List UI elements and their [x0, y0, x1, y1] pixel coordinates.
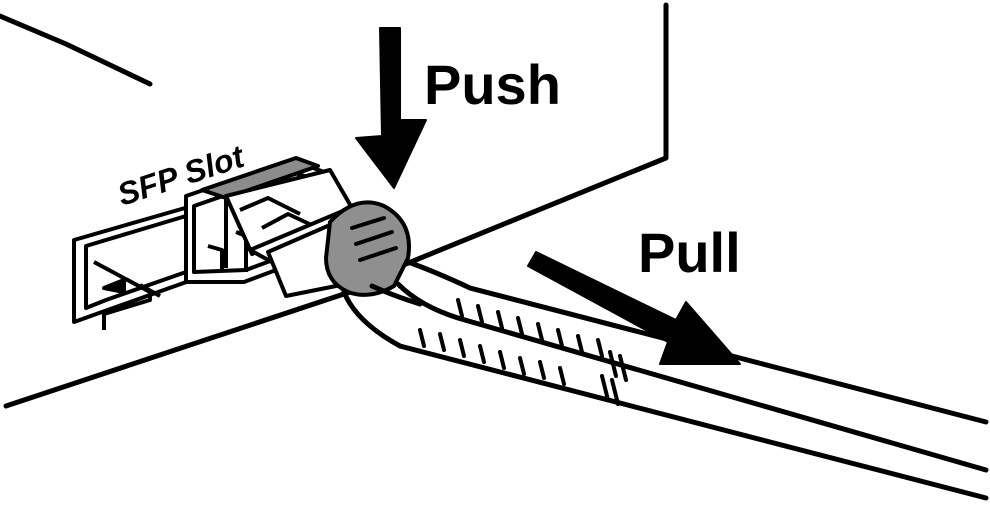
pull-arrow: [527, 251, 741, 365]
release-band: [324, 200, 411, 297]
push-arrow: [355, 27, 427, 189]
device-panel: [0, 2, 669, 409]
sfp-latch-tab: [200, 156, 320, 200]
cable-ticks: [418, 298, 628, 406]
fiber-cable-pair: [341, 259, 989, 501]
sfp-port-housing: [72, 204, 194, 330]
pull-label: Pull: [638, 221, 741, 284]
push-label: Push: [424, 53, 561, 116]
